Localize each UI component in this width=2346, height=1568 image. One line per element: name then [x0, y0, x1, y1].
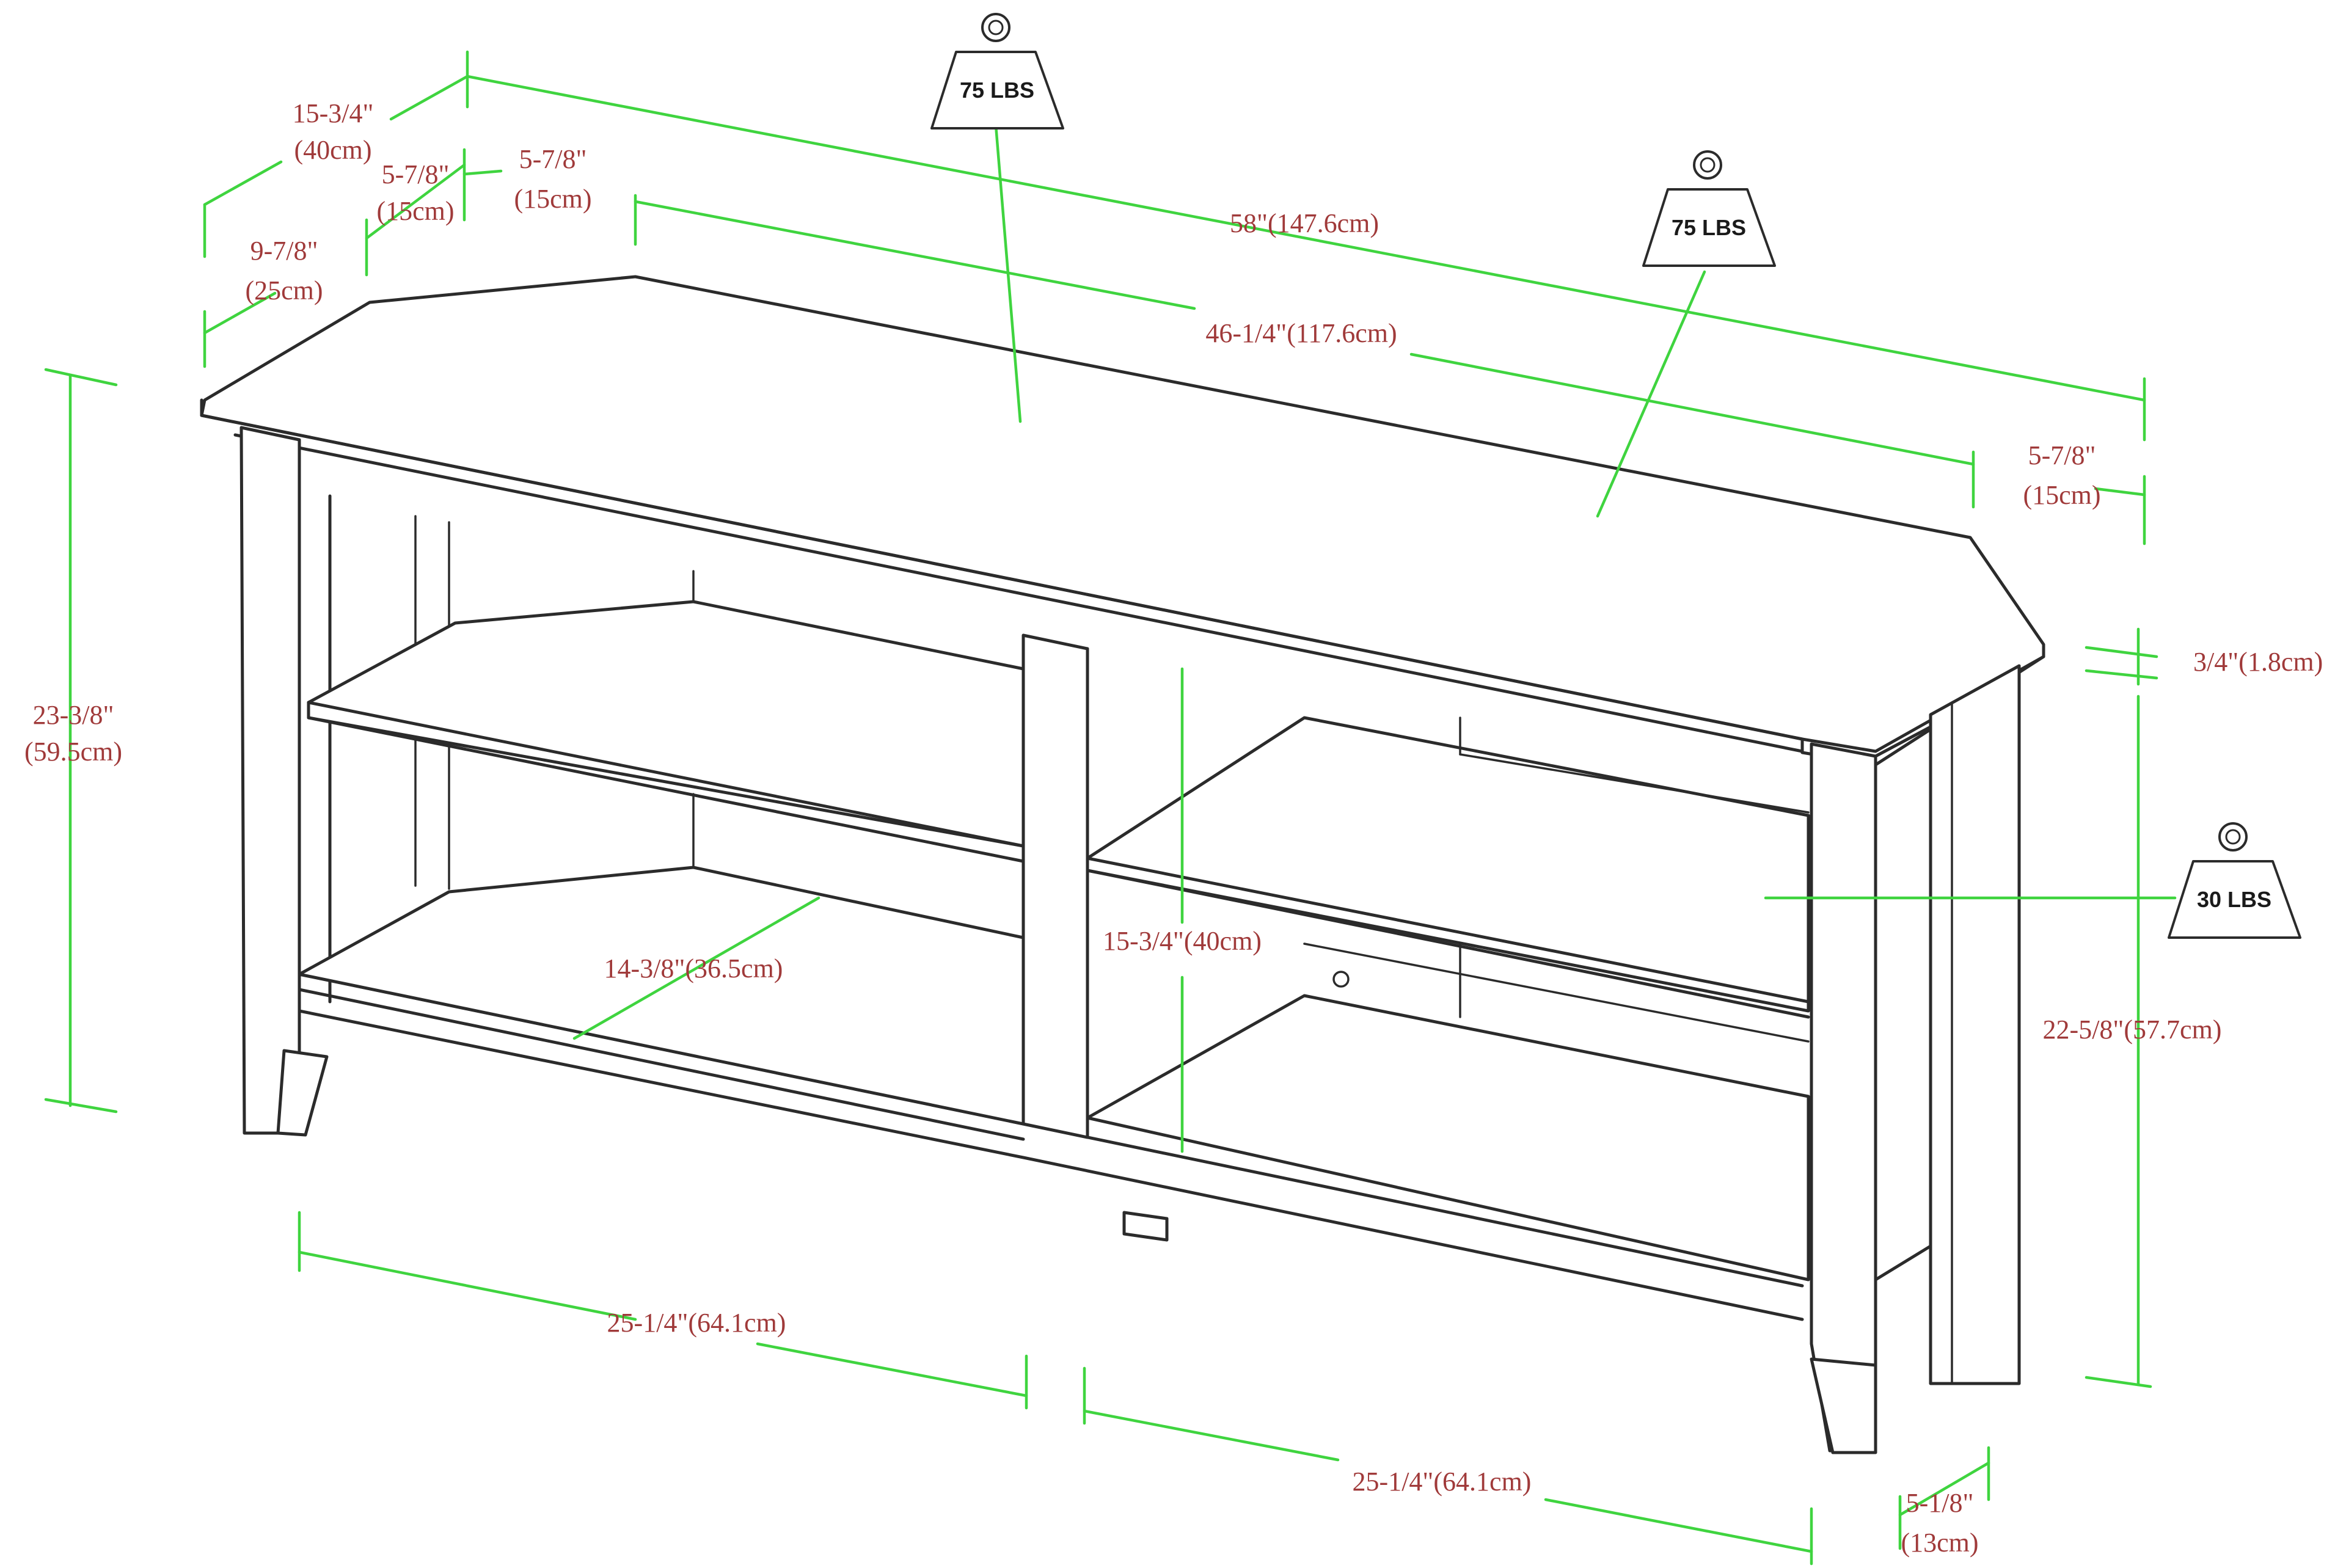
- corner-side-in-label: 5-7/8": [382, 159, 450, 189]
- dimension-labels: 15-3/4" (40cm) 5-7/8" (15cm) 5-7/8" (15c…: [24, 98, 2323, 1558]
- height-total-in-label: 23-3/8": [33, 700, 114, 730]
- corner-back-cm-label: (15cm): [514, 184, 591, 214]
- leg-width-cm-label: (13cm): [1901, 1528, 1978, 1558]
- right-upper-shelf: [1086, 716, 1810, 1013]
- weight-top-right: 75 LBS: [1642, 150, 1776, 267]
- right-corner-line: [2094, 487, 2146, 497]
- dimension-lines: [44, 50, 2177, 1566]
- height-total-cm-label: (59.5cm): [24, 737, 122, 767]
- back-width-label: 46-1/4"(117.6cm): [1205, 318, 1397, 348]
- total-width-label: 58"(147.6cm): [1230, 208, 1379, 238]
- left-lower-shelf-front: [298, 988, 1025, 1141]
- left-front-leg: [239, 426, 301, 1135]
- left-opening-width-label: 25-1/4"(64.1cm): [607, 1308, 786, 1338]
- depth-total-cm-label: (40cm): [294, 135, 371, 165]
- cable-hole: [1332, 971, 1350, 988]
- weight-label: 75 LBS: [960, 78, 1034, 103]
- tv-stand-drawing: [200, 275, 2045, 1454]
- leg-width-in-label: 5-1/8": [1906, 1488, 1974, 1518]
- weight-icon: [930, 51, 1064, 129]
- center-divider: [1021, 633, 1089, 1139]
- leg-height-label: 22-5/8"(57.7cm): [2043, 1015, 2222, 1045]
- depth-line: [203, 160, 283, 206]
- shelf-depth-label: 14-3/8"(36.5cm): [604, 954, 783, 983]
- side-depth-in-label: 9-7/8": [250, 236, 318, 266]
- left-lower-shelf: [298, 866, 1025, 1126]
- top-front-edge: [200, 414, 1804, 741]
- right-opening-width-line: [1083, 1409, 1340, 1462]
- top-thickness-label: 3/4"(1.8cm): [2193, 647, 2323, 677]
- weight-icon: [1642, 188, 1776, 267]
- corner-side-line: [365, 163, 466, 240]
- weight-top-left: 75 LBS: [930, 13, 1064, 129]
- left-opening-width-line: [298, 1250, 637, 1321]
- corner-side-cm-label: (15cm): [376, 196, 454, 226]
- right-side-bottom: [1874, 1244, 1932, 1282]
- bottom-front-rail-lower: [298, 1009, 1804, 1321]
- weight-label: 75 LBS: [1672, 215, 1746, 240]
- opening-height-label: 15-3/4"(40cm): [1103, 926, 1262, 956]
- weight-ring-icon: [1693, 150, 1722, 180]
- right-leg-foot: [1810, 1357, 1877, 1454]
- weight-shelf: 30 LBS: [2168, 822, 2301, 939]
- top-thickness-line: [2085, 646, 2158, 658]
- weight-line-right: [1596, 270, 1706, 518]
- back-width-line: [634, 200, 1196, 310]
- corner-back-line: [462, 169, 503, 176]
- weight-line-left: [994, 123, 1022, 423]
- left-upper-shelf-front: [307, 716, 1025, 863]
- right-back-leg: [1929, 664, 2021, 1385]
- shelf-depth-line: [572, 896, 820, 1040]
- right-side-panel: [1874, 725, 1932, 758]
- right-back-rail: [1459, 753, 1810, 814]
- right-lower-back-rail-2: [1303, 994, 1810, 1098]
- weight-icon: [2168, 860, 2301, 939]
- total-width-line: [466, 75, 2146, 402]
- weight-label: 30 LBS: [2197, 887, 2271, 912]
- corner-back-in-label: 5-7/8": [519, 144, 587, 174]
- right-corner-cm-label: (15cm): [2023, 480, 2100, 510]
- back-center-foot: [1122, 1211, 1169, 1242]
- side-depth-cm-label: (25cm): [245, 275, 323, 305]
- top-front-lower-edge: [233, 433, 1804, 753]
- right-opening-width-label: 25-1/4"(64.1cm): [1353, 1467, 1532, 1497]
- right-lower-back-rail: [1303, 943, 1810, 1043]
- side-depth-line: [203, 291, 277, 335]
- weight-ring-icon: [981, 13, 1010, 42]
- right-lower-shelf: [1086, 994, 1810, 1282]
- right-upper-shelf-front-2: [1086, 856, 1810, 1004]
- leg-width-line: [1898, 1461, 1990, 1517]
- left-upper-shelf-front-2: [307, 701, 1025, 848]
- weight-ring-icon: [2218, 822, 2248, 851]
- right-front-leg: [1810, 742, 1877, 1453]
- right-upper-shelf-front: [1086, 869, 1810, 1019]
- right-corner-in-label: 5-7/8": [2028, 440, 2096, 470]
- depth-total-in-label: 15-3/4": [293, 98, 374, 128]
- left-leg-foot: [276, 1049, 329, 1137]
